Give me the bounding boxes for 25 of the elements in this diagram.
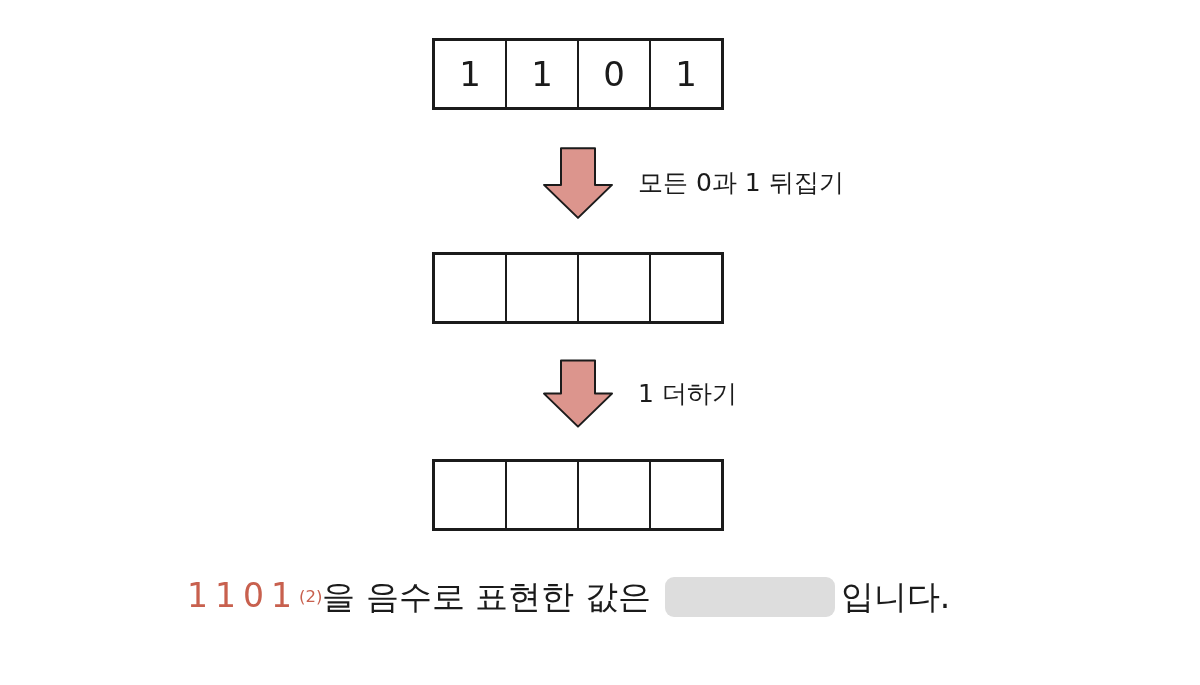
bit-digit: 0 — [603, 57, 625, 91]
bit-digit: 1 — [459, 57, 481, 91]
bit-row — [432, 252, 724, 324]
sentence-text: 을 음수로 표현한 값은 — [322, 575, 651, 618]
bit-cell — [578, 40, 650, 108]
bit-cell — [650, 254, 722, 322]
bit-cell — [434, 461, 506, 529]
bit-cell — [650, 40, 722, 108]
bit-cell — [578, 254, 650, 322]
block-arrow — [543, 147, 613, 219]
bit-cell — [434, 254, 506, 322]
sentence-text: 입니다. — [840, 575, 951, 618]
bit-cell — [506, 40, 578, 108]
bit-digit: 1 — [531, 57, 553, 91]
bit-cell — [506, 461, 578, 529]
bit-cell — [578, 461, 650, 529]
bit-digit: 1 — [675, 57, 697, 91]
block-arrow — [543, 359, 613, 428]
bit-cell — [650, 461, 722, 529]
step-label: 모든 0과 1 뒤집기 — [638, 167, 844, 200]
bit-cell — [506, 254, 578, 322]
bit-row — [432, 38, 724, 110]
bit-cell — [434, 40, 506, 108]
step-label: 1 더하기 — [638, 377, 737, 410]
bit-row — [432, 459, 724, 531]
